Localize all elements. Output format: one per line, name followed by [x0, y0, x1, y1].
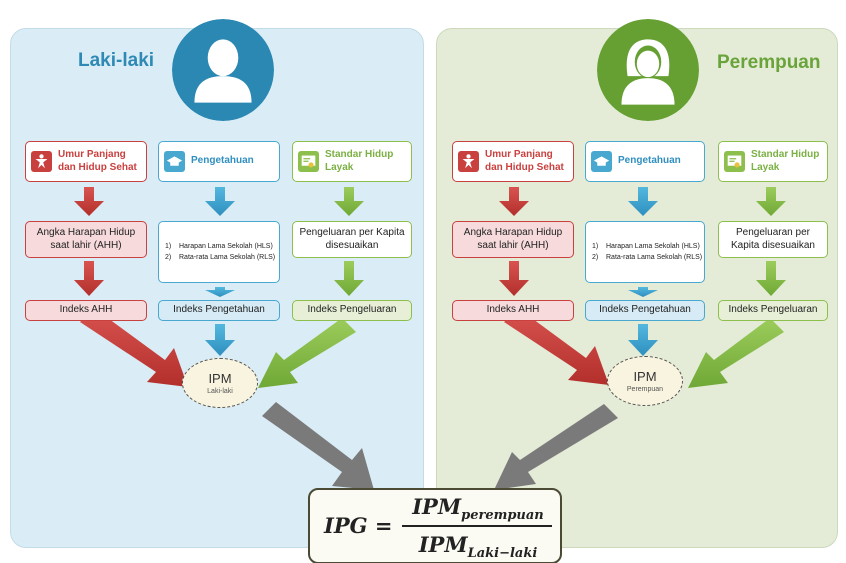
living-indicator-box: Pengeluaran per Kapita disesuaikan [292, 221, 412, 258]
education-item: 1)Harapan Lama Sekolah (HLS) [592, 242, 700, 250]
ipg-formula: IPG = IPMperempuan IPMLaki−laki [308, 488, 562, 563]
health-indicator-text: Angka Harapan Hidup saat lahir (AHH) [463, 227, 563, 251]
male-avatar-icon [172, 19, 274, 121]
health-header: Umur Panjang dan Hidup Sehat [452, 141, 574, 182]
index-pengetahuan-box: Indeks Pengetahuan [158, 300, 280, 321]
education-header-label: Pengetahuan [618, 155, 681, 167]
index-pengeluaran-text: Indeks Pengeluaran [307, 304, 397, 316]
education-indicator-box: 1)Harapan Lama Sekolah (HLS) 2)Rata-rata… [585, 221, 705, 283]
index-pengetahuan-box: Indeks Pengetahuan [585, 300, 705, 321]
living-header: Standar Hidup Layak [718, 141, 828, 182]
living-header-label: Standar Hidup Layak [325, 149, 394, 173]
health-indicator-box: Angka Harapan Hidup saat lahir (AHH) [452, 221, 574, 258]
education-item: 2)Rata-rata Lama Sekolah (RLS) [592, 254, 703, 261]
fraction-bar [402, 525, 552, 527]
formula-lhs: IPG = [324, 513, 393, 538]
title-laki-laki: Laki-laki [78, 50, 155, 71]
index-ahh-text: Indeks AHH [59, 304, 113, 316]
female-avatar-icon [597, 19, 699, 121]
formula-fraction: IPMperempuan IPMLaki−laki [398, 494, 558, 563]
index-ahh-text: Indeks AHH [486, 304, 540, 316]
health-header-label: Umur Panjang dan Hidup Sehat [485, 149, 564, 173]
living-header: Standar Hidup Layak [292, 141, 412, 182]
ipm-perempuan-node: IPM Perempuan [607, 356, 683, 406]
ipm-sub-label: Perempuan [626, 386, 664, 393]
ipm-label: IPM [633, 369, 657, 384]
formula-numerator: IPMperempuan [412, 494, 544, 523]
graduation-cap-icon [591, 151, 612, 172]
index-pengeluaran-text: Indeks Pengeluaran [728, 304, 818, 316]
index-pengeluaran-box: Indeks Pengeluaran [718, 300, 828, 321]
living-header-label: Standar Hidup Layak [751, 149, 820, 173]
index-ahh-box: Indeks AHH [25, 300, 147, 321]
living-indicator-text: Pengeluaran per Kapita disesuaikan [299, 227, 405, 251]
education-item: 1)Harapan Lama Sekolah (HLS) [165, 242, 273, 250]
ipm-label: IPM [208, 371, 232, 386]
education-item: 2)Rata-rata Lama Sekolah (RLS) [165, 254, 276, 261]
index-ahh-box: Indeks AHH [452, 300, 574, 321]
certificate-icon [724, 151, 745, 172]
education-header: Pengetahuan [158, 141, 280, 182]
health-person-icon [458, 151, 479, 172]
health-indicator-text: Angka Harapan Hidup saat lahir (AHH) [36, 227, 136, 251]
living-indicator-text: Pengeluaran per Kapita disesuaikan [731, 227, 815, 251]
health-person-icon [31, 151, 52, 172]
education-indicator-box: 1)Harapan Lama Sekolah (HLS) 2)Rata-rata… [158, 221, 280, 283]
health-indicator-box: Angka Harapan Hidup saat lahir (AHH) [25, 221, 147, 258]
education-header-label: Pengetahuan [191, 155, 254, 167]
living-indicator-box: Pengeluaran per Kapita disesuaikan [718, 221, 828, 258]
formula-denominator: IPMLaki−laki [418, 532, 538, 561]
health-header: Umur Panjang dan Hidup Sehat [25, 141, 147, 182]
education-header: Pengetahuan [585, 141, 705, 182]
index-pengetahuan-text: Indeks Pengetahuan [599, 304, 691, 316]
certificate-icon [298, 151, 319, 172]
index-pengeluaran-box: Indeks Pengeluaran [292, 300, 412, 321]
graduation-cap-icon [164, 151, 185, 172]
ipm-laki-laki-node: IPM Laki-laki [182, 358, 258, 408]
health-header-label: Umur Panjang dan Hidup Sehat [58, 149, 137, 173]
index-pengetahuan-text: Indeks Pengetahuan [173, 304, 265, 316]
title-perempuan: Perempuan [717, 52, 821, 73]
ipm-sub-label: Laki-laki [207, 388, 233, 395]
